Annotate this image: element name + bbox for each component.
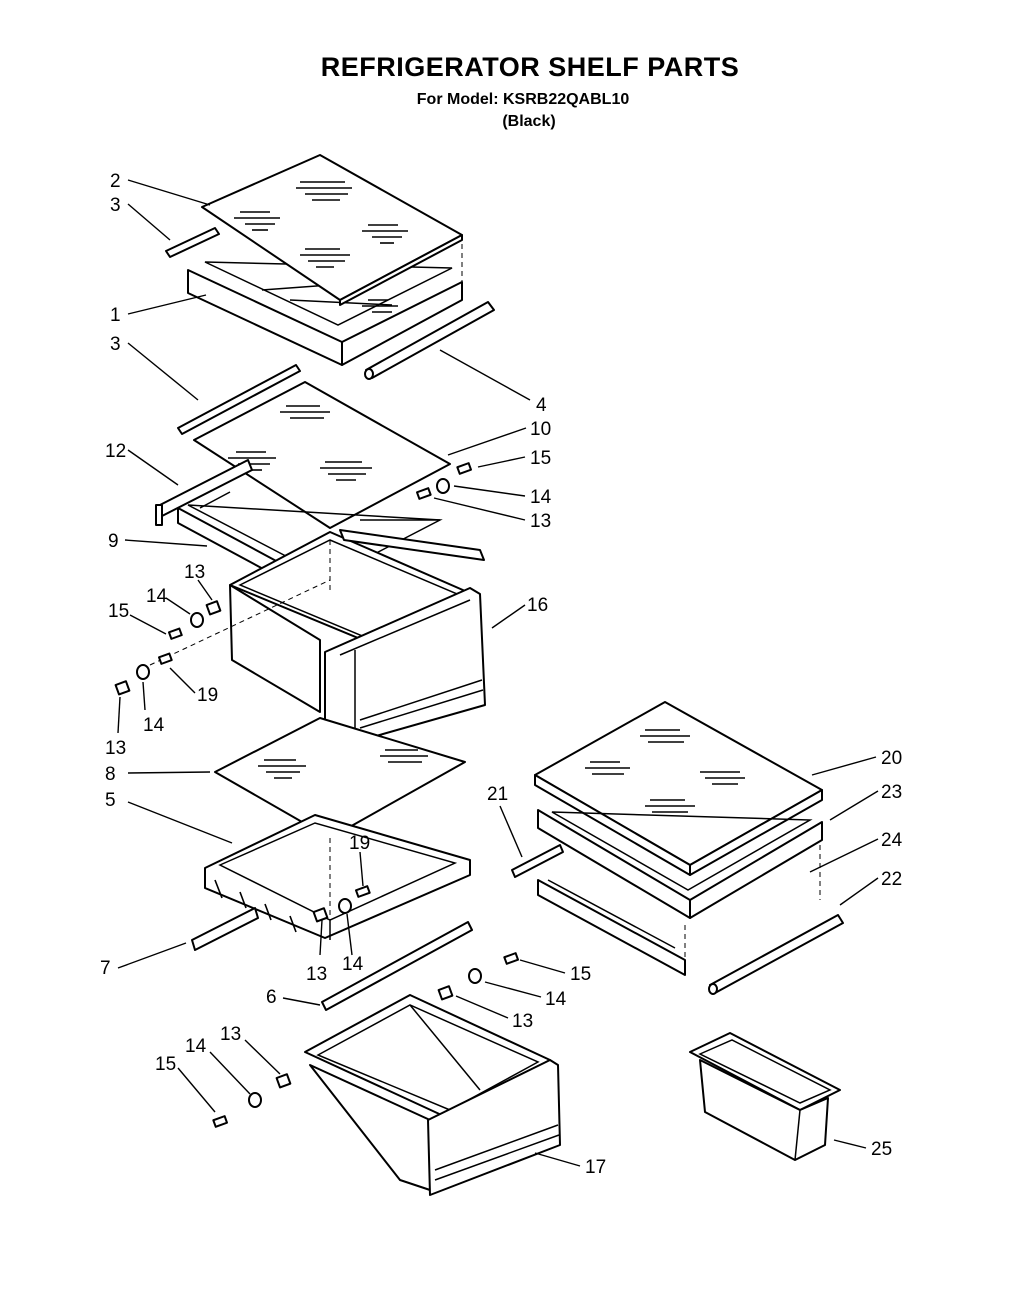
model-number: For Model: KSRB22QABL10 bbox=[416, 91, 630, 108]
callout-13: 13 bbox=[184, 562, 205, 583]
right-glass-shelf-part-20 bbox=[534, 701, 823, 876]
callout-5: 5 bbox=[105, 790, 116, 811]
callout-6: 6 bbox=[266, 987, 277, 1008]
small-bin-part-25 bbox=[689, 1032, 841, 1161]
callout-24: 24 bbox=[881, 830, 903, 851]
callout-23: 23 bbox=[881, 782, 902, 803]
middle-glass-shelf-part-10 bbox=[193, 381, 451, 529]
meat-drawer-part-17 bbox=[304, 994, 561, 1196]
lower-shelf-front-trim-part-6 bbox=[321, 921, 473, 1011]
callout-17: 17 bbox=[585, 1157, 606, 1178]
callout-9: 9 bbox=[108, 531, 119, 552]
callout-8: 8 bbox=[105, 764, 116, 785]
middle-shelf-trim-part-3 bbox=[177, 364, 301, 435]
callout-14: 14 bbox=[545, 989, 567, 1010]
callout-13: 13 bbox=[220, 1024, 241, 1045]
callout-15: 15 bbox=[108, 601, 129, 622]
callout-15: 15 bbox=[530, 448, 551, 469]
callout-22: 22 bbox=[881, 869, 902, 890]
callout-3: 3 bbox=[110, 195, 121, 216]
callout-1: 1 bbox=[110, 305, 121, 326]
callout-12: 12 bbox=[105, 441, 126, 462]
callout-21: 21 bbox=[487, 784, 508, 805]
callout-14: 14 bbox=[342, 954, 364, 975]
middle-shelf-side-rail-part-12 bbox=[155, 459, 253, 526]
callout-15: 15 bbox=[155, 1054, 176, 1075]
callout-7: 7 bbox=[100, 958, 111, 979]
callout-14: 14 bbox=[530, 487, 552, 508]
callout-2: 2 bbox=[110, 171, 121, 192]
lower-shelf-rail-part-7 bbox=[191, 907, 259, 951]
top-glass-shelf-part-2 bbox=[201, 154, 463, 313]
callout-19: 19 bbox=[197, 685, 218, 706]
callout-13: 13 bbox=[105, 738, 126, 759]
diagram-header: REFRIGERATOR SHELF PARTS For Model: KSRB… bbox=[0, 0, 1036, 140]
callout-10: 10 bbox=[530, 419, 551, 440]
right-shelf-trim-part-21 bbox=[511, 844, 564, 878]
diagram-title: REFRIGERATOR SHELF PARTS bbox=[320, 52, 740, 82]
hardware-screws-and-spacers bbox=[114, 462, 520, 1128]
callout-13: 13 bbox=[512, 1011, 533, 1032]
callout-19: 19 bbox=[349, 833, 370, 854]
color-variant: (Black) bbox=[502, 113, 556, 130]
callout-3: 3 bbox=[110, 334, 121, 355]
top-shelf-trim-part-3 bbox=[165, 227, 220, 258]
callout-14: 14 bbox=[185, 1036, 207, 1057]
top-shelf-front-trim-part-4 bbox=[364, 301, 495, 380]
crisper-drawer-part-16 bbox=[149, 529, 486, 743]
lower-shelf-frame-part-5 bbox=[204, 814, 471, 940]
callout-4: 4 bbox=[536, 395, 547, 416]
right-shelf-lower-frame-part-24 bbox=[537, 845, 821, 976]
right-shelf-front-trim-part-22 bbox=[708, 914, 844, 995]
right-shelf-frame-part-23 bbox=[537, 809, 823, 919]
callout-14: 14 bbox=[146, 586, 168, 607]
callout-13: 13 bbox=[306, 964, 327, 985]
callout-15: 15 bbox=[570, 964, 591, 985]
leader-lines bbox=[117, 179, 879, 1167]
callout-13: 13 bbox=[530, 511, 551, 532]
callout-20: 20 bbox=[881, 748, 902, 769]
callout-14: 14 bbox=[143, 715, 165, 736]
callout-labels: 2 3 1 3 4 10 12 15 14 13 9 13 14 15 16 1… bbox=[100, 171, 903, 1178]
callout-25: 25 bbox=[871, 1139, 892, 1160]
callout-16: 16 bbox=[527, 595, 548, 616]
lower-glass-shelf-part-8 bbox=[214, 717, 466, 839]
